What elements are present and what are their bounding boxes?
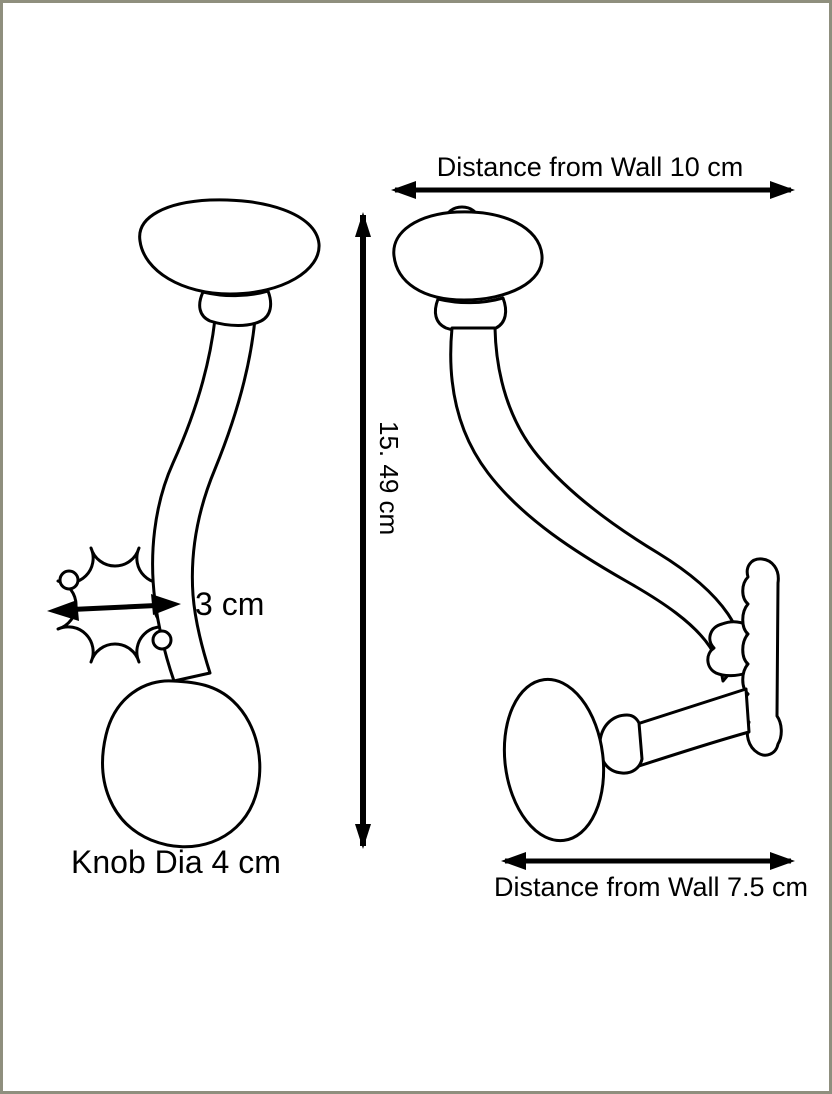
dimension-lines xyxy=(47,181,795,870)
dimension-bottom-arrow-right xyxy=(770,852,795,870)
dimension-plate-width-arrow-right xyxy=(151,594,181,615)
dimension-height-arrow-top xyxy=(355,212,371,237)
dimension-bottom-arrow-left xyxy=(501,852,526,870)
dimension-top-wall-distance xyxy=(391,181,795,199)
dimension-height-arrow-bottom xyxy=(355,824,371,849)
side-bottom-knob-collar xyxy=(598,713,644,775)
front-view-drawing xyxy=(56,198,321,849)
dimension-label-wall-distance-bottom: Distance from Wall 7.5 cm xyxy=(493,872,809,902)
dimension-top-arrow-right xyxy=(770,181,795,199)
dimension-label-wall-distance-top: Distance from Wall 10 cm xyxy=(436,152,744,182)
front-top-knob xyxy=(138,198,321,296)
dimension-plate-width-arrow-left xyxy=(47,600,79,621)
dimension-top-arrow-left xyxy=(391,181,416,199)
dimension-height xyxy=(355,212,371,849)
side-top-knob xyxy=(392,210,544,302)
side-view-drawing xyxy=(392,205,783,843)
front-bottom-knob xyxy=(101,679,262,849)
dimension-label-knob-diameter: Knob Dia 4 cm xyxy=(71,844,281,880)
dimension-plate-width xyxy=(47,594,181,621)
front-stem xyxy=(151,317,257,683)
side-bottom-knob xyxy=(502,677,606,843)
side-stem xyxy=(449,326,747,683)
side-bracket xyxy=(706,620,749,678)
front-screw-hole-upper xyxy=(58,569,80,591)
dimension-bottom-wall-distance xyxy=(501,852,795,870)
front-knob-collar xyxy=(198,289,273,327)
dimension-plate-width-line xyxy=(60,602,168,613)
front-screw-hole-lower xyxy=(151,629,173,651)
side-wall-plate xyxy=(741,557,783,757)
side-lower-arm xyxy=(632,687,751,768)
wall-hook-technical-drawing xyxy=(47,181,795,870)
dimension-label-plate-width: 3 cm xyxy=(195,586,265,622)
dimension-label-overall-height: 15. 49 cm xyxy=(374,421,404,536)
